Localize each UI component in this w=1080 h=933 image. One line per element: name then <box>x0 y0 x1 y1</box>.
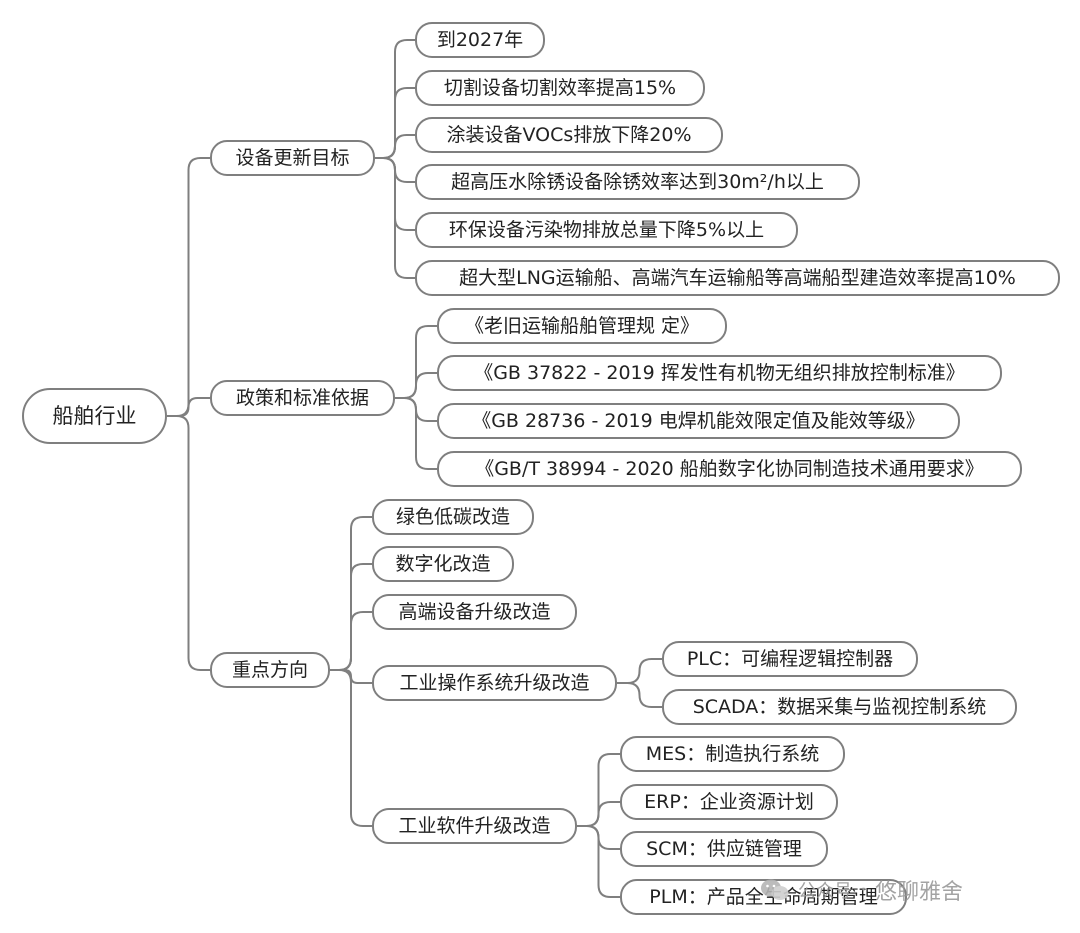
leaf-green-low-carbon: 绿色低碳改造 <box>372 499 534 535</box>
watermark-dot: · <box>860 877 867 903</box>
connector-root-b1 <box>167 157 210 417</box>
leaf-erp: ERP：企业资源计划 <box>620 784 838 820</box>
connector-b2-b2_4 <box>395 397 437 470</box>
branch-industrial-software: 工业软件升级改造 <box>372 808 577 844</box>
connector-b3_5-b3_5_4 <box>577 825 620 898</box>
leaf-environmental-emissions: 环保设备污染物排放总量下降5%以上 <box>415 212 798 248</box>
watermark: 公众号 · 悠聊雅舍 <box>760 872 1060 908</box>
leaf-mes: MES：制造执行系统 <box>620 736 845 772</box>
connector-root-b3 <box>167 415 210 671</box>
branch-equipment-update-targets: 设备更新目标 <box>210 140 375 176</box>
connector-b1-b1_3 <box>375 134 415 159</box>
leaf-high-end-equipment: 高端设备升级改造 <box>372 594 577 630</box>
branch-policy-standards: 政策和标准依据 <box>210 380 395 416</box>
connector-b3-b3_3 <box>330 611 372 671</box>
leaf-old-ship-regulation: 《老旧运输船舶管理规 定》 <box>437 308 727 344</box>
leaf-water-derusting: 超高压水除锈设备除锈效率达到30m²/h以上 <box>415 164 860 200</box>
leaf-high-end-ship-efficiency: 超大型LNG运输船、高端汽车运输船等高端船型建造效率提高10% <box>415 260 1060 296</box>
leaf-gb-28736: 《GB 28736 - 2019 电焊机能效限定值及能效等级》 <box>437 403 960 439</box>
leaf-by-2027: 到2027年 <box>415 22 545 58</box>
leaf-cutting-efficiency: 切割设备切割效率提高15% <box>415 70 705 106</box>
leaf-plc: PLC：可编程逻辑控制器 <box>662 641 918 677</box>
connector-b1-b1_6 <box>375 157 415 279</box>
watermark-text: 悠聊雅舍 <box>875 880 964 905</box>
connector-b3_4-b3_4_2 <box>617 682 662 708</box>
wechat-icon <box>761 879 789 900</box>
leaf-scada: SCADA：数据采集与监视控制系统 <box>662 689 1017 725</box>
leaf-coating-vocs: 涂装设备VOCs排放下降20% <box>415 117 723 153</box>
leaf-gbt-38994: 《GB/T 38994 - 2020 船舶数字化协同制造技术通用要求》 <box>437 451 1022 487</box>
connector-root-b2 <box>167 397 210 417</box>
connector-b3_4-b3_4_1 <box>617 658 662 684</box>
connector-b2-b2_2 <box>395 372 437 399</box>
watermark-prefix: 公众号 <box>798 881 852 902</box>
leaf-gb-37822: 《GB 37822 - 2019 挥发性有机物无组织排放控制标准》 <box>437 355 1002 391</box>
connector-b3-b3_5 <box>330 669 372 827</box>
branch-key-directions: 重点方向 <box>210 652 330 688</box>
branch-industrial-os: 工业操作系统升级改造 <box>372 665 617 701</box>
root-node-ship-industry: 船舶行业 <box>22 388 167 444</box>
leaf-digital-transformation: 数字化改造 <box>372 546 514 582</box>
leaf-scm: SCM：供应链管理 <box>620 831 828 867</box>
